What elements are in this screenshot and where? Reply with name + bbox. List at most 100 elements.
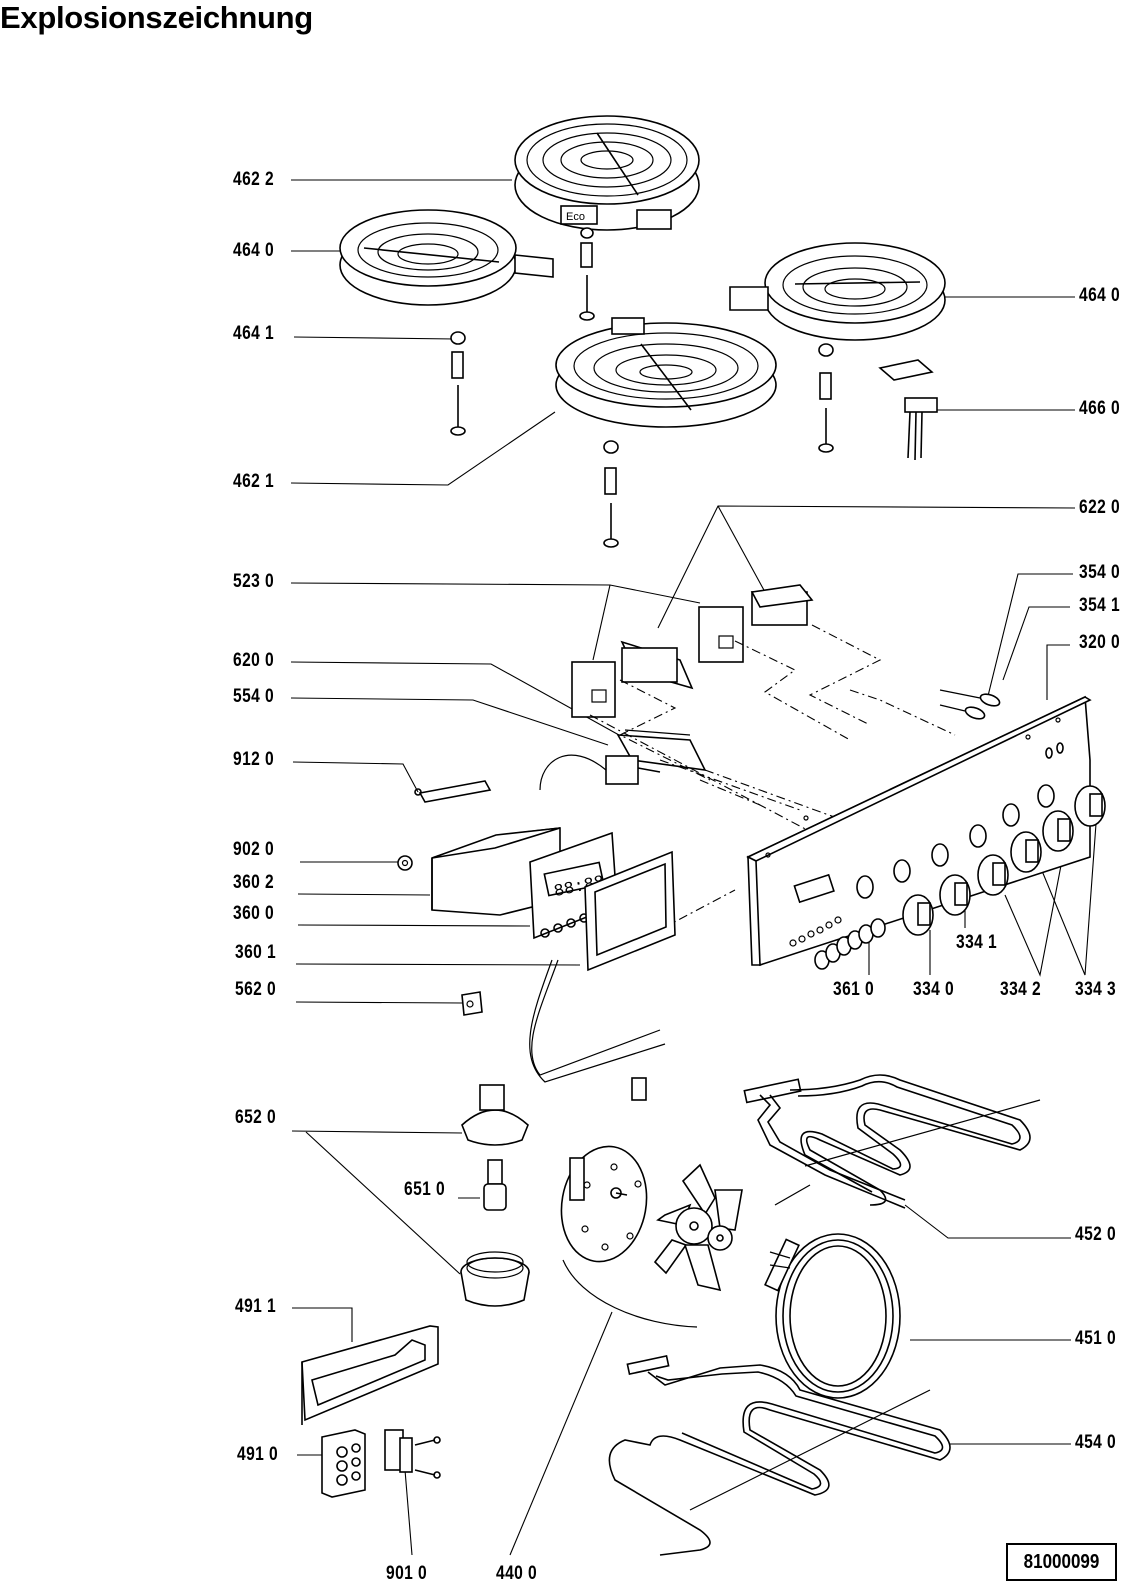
cable-clamp-901-0	[384, 1429, 441, 1479]
fan-wheel	[653, 1163, 743, 1292]
leader-652-0-b	[305, 1131, 461, 1275]
switch-523-0-left	[571, 661, 616, 718]
part-label-462-2: 462 2	[233, 169, 275, 190]
part-label-360-1: 360 1	[235, 942, 277, 963]
part-label-361-0: 361 0	[833, 979, 875, 1000]
part-label-454-0: 454 0	[1075, 1432, 1117, 1453]
thermostat-554-0	[539, 754, 661, 791]
knob-334-1	[939, 874, 971, 916]
part-label-491-1: 491 1	[235, 1296, 277, 1317]
leader-lines	[290, 179, 1098, 1556]
fastener-stack-3	[818, 343, 834, 453]
switch-523-0-right	[698, 606, 744, 663]
leader-334-3	[1039, 809, 1098, 976]
fastener-stack-2	[450, 331, 466, 436]
leader-562-0	[295, 1001, 463, 1004]
switch-622-0-left	[620, 640, 694, 690]
leader-464-1	[293, 336, 456, 340]
part-label-354-0: 354 0	[1079, 562, 1121, 583]
part-label-652-0: 652 0	[235, 1107, 277, 1128]
part-label-902-0: 902 0	[233, 839, 275, 860]
hotplate-462-2: Eco	[514, 115, 700, 231]
leader-320-0	[1046, 644, 1070, 700]
part-label-491-0: 491 0	[237, 1444, 279, 1465]
part-label-901-0: 901 0	[386, 1563, 428, 1584]
leader-334-2	[1004, 854, 1064, 977]
part-label-523-0: 523 0	[233, 571, 275, 592]
part-label-334-0: 334 0	[913, 979, 955, 1000]
knob-334-0	[902, 894, 934, 936]
fastener-stack-1	[579, 227, 595, 321]
leader-523-0-b	[592, 584, 611, 661]
part-label-464-0-right: 464 0	[1079, 285, 1121, 306]
lamp-holder-652-0	[460, 1084, 530, 1307]
indicator-lamps-354	[939, 689, 1001, 720]
page-title: Explosionszeichnung	[0, 0, 313, 35]
grommet-902-0	[397, 855, 413, 871]
part-label-651-0: 651 0	[404, 1179, 446, 1200]
timer-housing-360-2	[431, 827, 561, 916]
knob-334-3b	[1074, 785, 1106, 827]
part-562-0	[461, 991, 483, 1016]
part-label-334-2: 334 2	[1000, 979, 1042, 1000]
part-label-334-3: 334 3	[1075, 979, 1117, 1000]
knob-334-2b	[1010, 831, 1042, 873]
terminal-block-491-0	[321, 1429, 366, 1498]
part-label-452-0: 452 0	[1075, 1224, 1117, 1245]
part-label-562-0: 562 0	[235, 979, 277, 1000]
terminal-466-0	[878, 359, 938, 461]
document-code: 81000099	[1023, 1550, 1100, 1573]
fan-motor-440-0	[560, 1145, 698, 1328]
document-code-box: 81000099	[1006, 1543, 1117, 1581]
part-label-464-1: 464 1	[233, 323, 275, 344]
part-label-360-2: 360 2	[233, 872, 275, 893]
leader-440-0	[509, 1311, 613, 1556]
burner-marking: Eco	[566, 211, 585, 223]
leader-354-0	[986, 573, 1073, 701]
leader-912-0	[292, 761, 419, 793]
part-label-320-0: 320 0	[1079, 632, 1121, 653]
part-label-440-0: 440 0	[496, 1563, 538, 1584]
leader-360-1	[295, 963, 581, 966]
control-knobs	[902, 785, 1106, 936]
bottom-element-454-0	[608, 1355, 951, 1556]
leader-354-1	[1002, 606, 1070, 681]
lamp-bulb-651-0	[483, 1159, 507, 1211]
part-label-620-0: 620 0	[233, 650, 275, 671]
knob-334-2a	[977, 854, 1009, 896]
knob-334-3a	[1042, 810, 1074, 852]
switch-622-0-right	[750, 584, 814, 626]
panel-knob-holes	[856, 784, 1055, 899]
part-label-462-1: 462 1	[233, 471, 275, 492]
hotplate-464-0-right	[729, 242, 946, 341]
fastener-stack-4	[603, 440, 619, 548]
part-label-554-0: 554 0	[233, 686, 275, 707]
part-label-464-0-left: 464 0	[233, 240, 275, 261]
rail-912-0	[414, 780, 492, 803]
hotplate-fasteners	[450, 227, 834, 548]
leader-523-0-a	[290, 582, 701, 604]
part-label-912-0: 912 0	[233, 749, 275, 770]
oven-sensor-cable	[529, 959, 666, 1101]
part-label-466-0: 466 0	[1079, 398, 1121, 419]
leader-360-0	[297, 924, 531, 927]
timer-frame-360-1	[584, 850, 676, 972]
leader-360-2	[297, 893, 431, 896]
part-label-360-0: 360 0	[233, 903, 275, 924]
part-label-622-0: 622 0	[1079, 497, 1121, 518]
leader-452-0	[904, 1204, 1071, 1239]
leader-652-0-a	[291, 1130, 463, 1134]
part-label-334-1: 334 1	[956, 932, 998, 953]
leader-462-1	[290, 411, 556, 486]
push-buttons-361-0	[789, 916, 886, 970]
leader-622-0-b	[717, 505, 766, 593]
leader-554-0	[290, 697, 609, 746]
terminal-cover-491-1	[301, 1325, 439, 1425]
hotplate-462-1	[555, 317, 777, 428]
part-label-354-1: 354 1	[1079, 595, 1121, 616]
part-label-451-0: 451 0	[1075, 1328, 1117, 1349]
leader-901-0	[404, 1469, 413, 1556]
control-panel-320-0	[746, 695, 1092, 967]
leader-491-1	[292, 1307, 353, 1342]
